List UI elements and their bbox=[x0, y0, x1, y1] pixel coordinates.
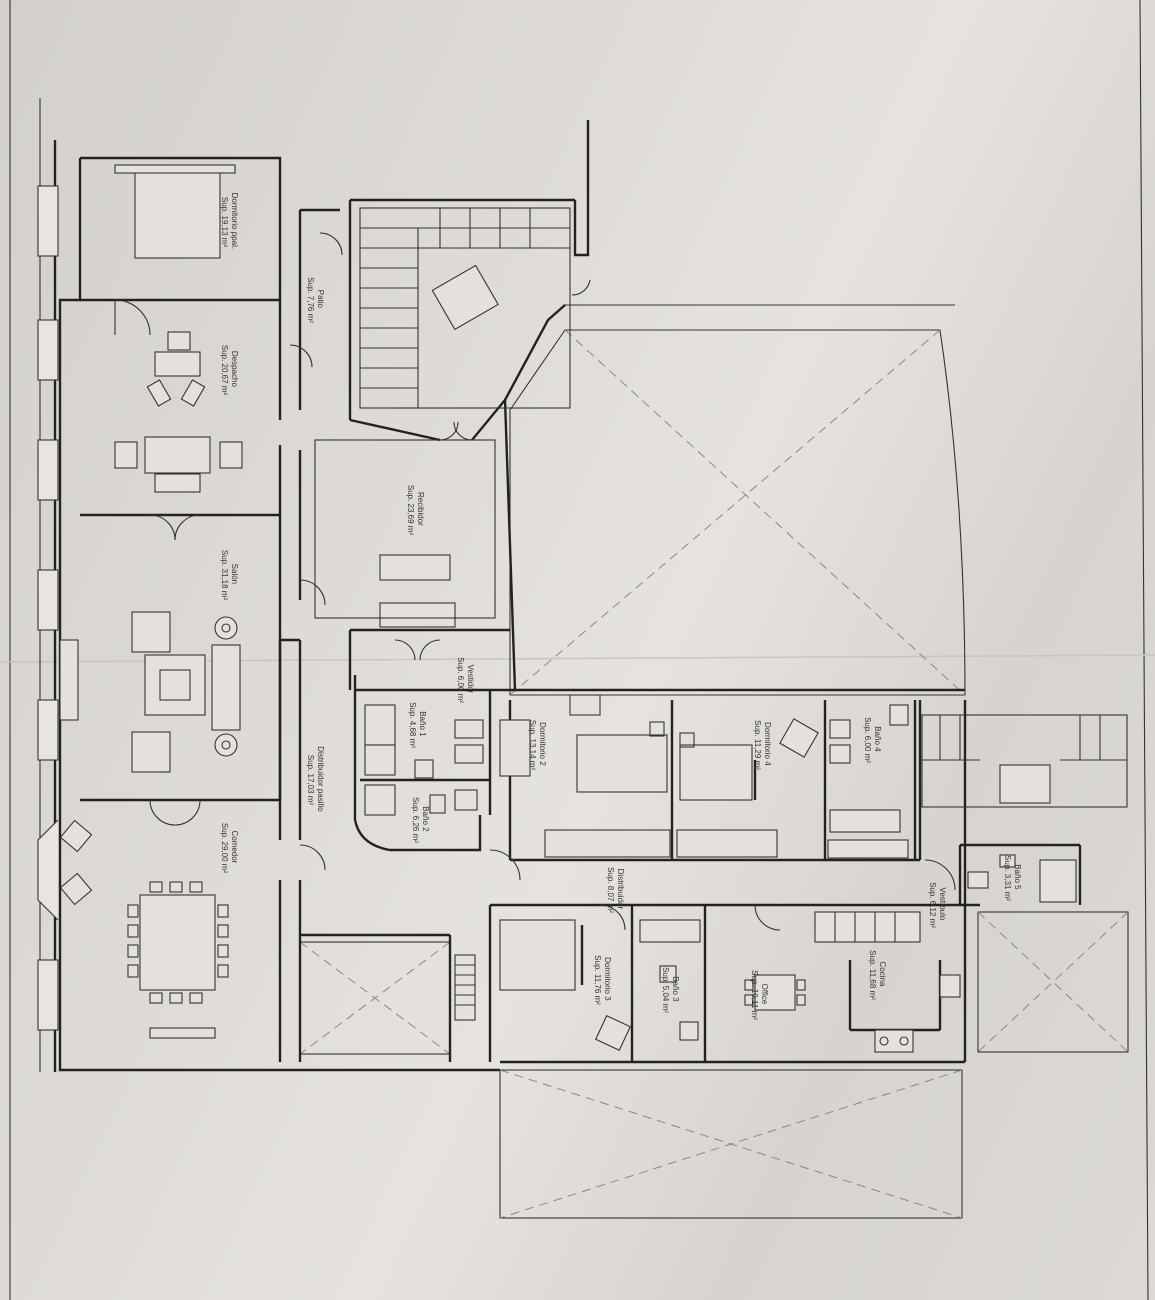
label-dormitorio-2: Dormitorio 2 bbox=[538, 722, 547, 766]
living-set bbox=[59, 611, 241, 773]
svg-text:Dormitorio 3 Sup. 11,76: Dormitorio 3 Sup. 11,76 m² bbox=[593, 955, 612, 1005]
area-dormitorio-4: Sup. 11,29 m² bbox=[753, 720, 762, 770]
area-office: Sup. 10,11 m² bbox=[750, 970, 759, 1020]
area-vestidor: Sup. 6,00 m² bbox=[456, 657, 465, 703]
svg-text:Cocina Sup. 11,68 m²: Cocina Sup. 11,68 m² bbox=[868, 950, 887, 1000]
staircase-small bbox=[454, 954, 476, 1021]
area-bano-3: Sup. 5,04 m² bbox=[661, 967, 670, 1013]
courtyard-lower-left bbox=[299, 941, 451, 1055]
label-despacho: Despacho bbox=[230, 351, 239, 388]
svg-text:Baño 3 Sup. 5,04 m²: Baño 3 Sup. 5,04 m² bbox=[661, 967, 680, 1013]
svg-text:Recibidor Sup. 23,69 m²: Recibidor Sup. 23,69 m² bbox=[406, 485, 425, 536]
paper-edge-right bbox=[1139, 0, 1149, 1300]
area-salon: Sup. 31,18 m² bbox=[220, 550, 229, 601]
label-bano-5: Baño 5 bbox=[1013, 864, 1022, 890]
svg-text:Vestíbulo Sup. 6,12 m²: Vestíbulo Sup. 6,12 m² bbox=[928, 882, 947, 928]
area-comedor: Sup. 29,00 m² bbox=[220, 823, 229, 874]
courtyard-bottom bbox=[499, 1069, 963, 1219]
bathroom-fixtures bbox=[364, 704, 1077, 1041]
area-dormitorio-2: Sup. 13,14 m² bbox=[528, 720, 537, 771]
label-cocina: Cocina bbox=[878, 961, 887, 986]
dining-set bbox=[59, 819, 229, 1039]
svg-text:Baño 5 Sup. 3,31 m²: Baño 5 Sup. 3,31 m² bbox=[1003, 855, 1022, 901]
area-cocina: Sup. 11,68 m² bbox=[868, 950, 877, 1000]
svg-text:Baño 1 Sup. 4,68 m²: Baño 1 Sup. 4,68 m² bbox=[408, 702, 427, 748]
area-vestibulo: Sup. 6,12 m² bbox=[928, 882, 937, 928]
facade-windows bbox=[37, 185, 59, 1031]
label-bano-1: Baño 1 bbox=[418, 711, 427, 737]
courtyard-main bbox=[509, 329, 966, 696]
label-bano-2: Baño 2 bbox=[421, 806, 430, 832]
staircase-service bbox=[921, 714, 1128, 808]
svg-text:Vestidor Sup. 6,00 m²: Vestidor Sup. 6,00 m² bbox=[456, 657, 475, 703]
room-labels: Dormitorio ppal. Sup. 19,13 m² Patio Sup… bbox=[220, 193, 1022, 1021]
bed-master bbox=[114, 164, 236, 259]
area-bano-2: Sup. 6,26 m² bbox=[411, 797, 420, 843]
area-distribuidor-pasillo: Sup. 17,03 m² bbox=[306, 755, 315, 806]
area-distribuidor: Sup. 8,07 m² bbox=[606, 867, 615, 913]
area-despacho: Sup. 20,67 m² bbox=[220, 345, 229, 396]
kitchen-furniture bbox=[744, 911, 961, 1053]
door-swings bbox=[114, 232, 956, 931]
area-patio: Sup. 7,76 m² bbox=[306, 277, 315, 323]
svg-text:Despacho Sup. 20,67 m²: Despacho Sup. 20,67 m² bbox=[220, 345, 239, 396]
area-dormitorio-3: Sup. 11,76 m² bbox=[593, 955, 602, 1005]
label-recibidor: Recibidor bbox=[416, 492, 425, 526]
area-recibidor: Sup. 23,69 m² bbox=[406, 485, 415, 536]
label-dormitorio-3: Dormitorio 3 bbox=[603, 957, 612, 1001]
svg-text:Salón Sup. 31,18 m²: Salón Sup. 31,18 m² bbox=[220, 550, 239, 601]
courtyard-lower-right bbox=[977, 911, 1129, 1053]
svg-text:Dormitorio 2 Sup. 13,14: Dormitorio 2 Sup. 13,14 m² bbox=[528, 720, 547, 771]
label-distribuidor: Distribuidor bbox=[616, 869, 625, 910]
label-bano-4: Baño 4 bbox=[873, 726, 882, 752]
label-vestidor: Vestidor bbox=[466, 664, 475, 693]
label-patio: Patio bbox=[316, 290, 325, 309]
recibidor-furniture bbox=[314, 439, 496, 628]
label-comedor: Comedor bbox=[230, 830, 239, 863]
area-bano-4: Sup. 6,00 m² bbox=[863, 717, 872, 763]
desk-set bbox=[114, 331, 243, 493]
svg-text:Office Sup. 10,11 m²: Office Sup. 10,11 m² bbox=[750, 970, 769, 1020]
label-office: Office bbox=[760, 984, 769, 1005]
area-dormitorio-principal: Sup. 19,13 m² bbox=[220, 197, 229, 248]
label-salon: Salón bbox=[230, 564, 239, 584]
area-bano-5: Sup. 3,31 m² bbox=[1003, 855, 1012, 901]
label-distribuidor-pasillo: Distribuidor pasillo bbox=[316, 746, 325, 812]
label-dormitorio-principal: Dormitorio ppal. bbox=[230, 193, 239, 249]
label-dormitorio-4: Dormitorio 4 bbox=[763, 722, 772, 766]
svg-text:Distribuidor Sup. 8,07 m: Distribuidor Sup. 8,07 m² bbox=[606, 867, 625, 913]
svg-text:Baño 2 Sup. 6,26 m²: Baño 2 Sup. 6,26 m² bbox=[411, 797, 430, 843]
label-vestibulo: Vestíbulo bbox=[938, 887, 947, 920]
bedroom-furniture bbox=[499, 694, 909, 1052]
interior-walls bbox=[80, 208, 1082, 1062]
svg-text:Distribuidor pasillo Sup: Distribuidor pasillo Sup. 17,03 m² bbox=[306, 746, 325, 814]
staircase-main bbox=[359, 207, 571, 409]
area-bano-1: Sup. 4,68 m² bbox=[408, 702, 417, 748]
label-bano-3: Baño 3 bbox=[671, 976, 680, 1002]
svg-text:Comedor Sup. 29,00 m²: Comedor Sup. 29,00 m² bbox=[220, 823, 239, 874]
svg-text:Dormitorio 4 Sup. 11,29: Dormitorio 4 Sup. 11,29 m² bbox=[753, 720, 772, 770]
svg-text:Dormitorio ppal. Sup. 19: Dormitorio ppal. Sup. 19,13 m² bbox=[220, 193, 239, 252]
svg-text:Baño 4 Sup. 6,00 m²: Baño 4 Sup. 6,00 m² bbox=[863, 717, 882, 763]
svg-text:Patio Sup. 7,76 m²: Patio Sup. 7,76 m² bbox=[306, 277, 325, 323]
